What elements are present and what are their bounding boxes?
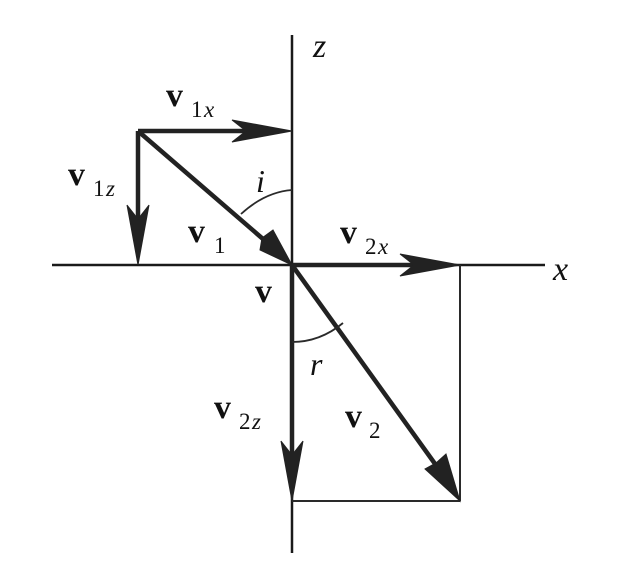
- svg-text:2: 2: [369, 418, 381, 443]
- v2-label: v 2: [345, 398, 381, 443]
- x-axis-label: x: [552, 251, 568, 288]
- svg-text:v: v: [68, 156, 85, 193]
- refraction-angle-arc: [291, 322, 344, 343]
- svg-text:2: 2: [239, 409, 251, 434]
- svg-text:v: v: [188, 213, 205, 250]
- v1z-label: v 1 z: [68, 156, 115, 201]
- v1-arrow-head: [259, 229, 294, 267]
- v2-arrow-shaft: [290, 263, 440, 470]
- v1x-label: v 1 x: [166, 77, 215, 122]
- svg-text:v: v: [214, 389, 231, 426]
- v2x-label: v 2 x: [340, 214, 389, 259]
- svg-text:x: x: [203, 97, 215, 122]
- v2z-label: v 2 z: [214, 389, 261, 434]
- svg-text:v: v: [166, 77, 183, 114]
- svg-text:1: 1: [214, 233, 226, 258]
- svg-text:2: 2: [365, 234, 377, 259]
- incidence-angle-arc: [240, 189, 293, 215]
- v2z-arrow-head: [280, 440, 304, 502]
- v1-label: v 1: [188, 213, 226, 258]
- svg-text:z: z: [105, 176, 115, 201]
- v2-arrow-head: [424, 453, 461, 503]
- v1x-arrow-head: [231, 119, 293, 143]
- svg-text:v: v: [340, 214, 357, 251]
- svg-text:1: 1: [191, 97, 203, 122]
- incidence-angle-label: i: [256, 163, 265, 199]
- v2x-arrow-head: [399, 253, 461, 277]
- v1z-arrow-head: [126, 204, 150, 266]
- refraction-angle-label: r: [310, 346, 323, 382]
- svg-text:z: z: [251, 409, 261, 434]
- svg-text:v: v: [345, 398, 362, 435]
- v-label: v: [255, 273, 272, 310]
- svg-text:x: x: [377, 234, 389, 259]
- svg-text:1: 1: [93, 176, 105, 201]
- z-axis-label: z: [312, 28, 326, 65]
- v1-arrow-shaft: [136, 129, 265, 241]
